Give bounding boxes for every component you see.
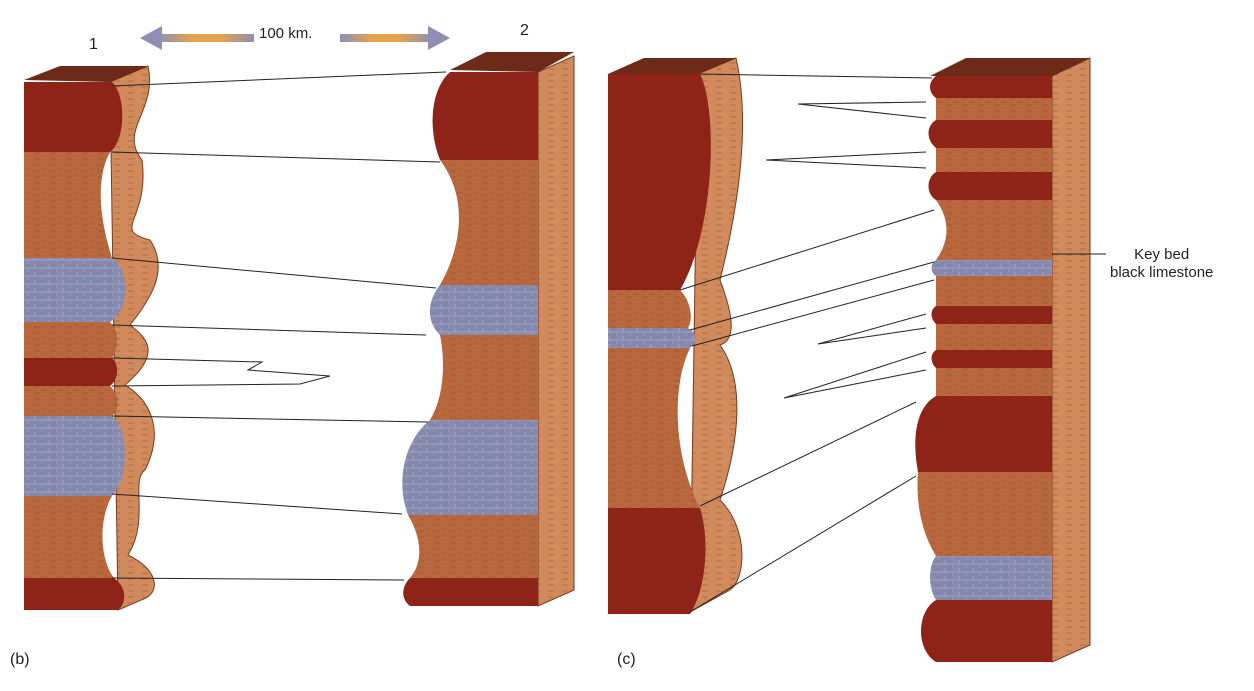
- correlation-lines-b: [112, 72, 446, 580]
- c1-sandstone-top: [24, 82, 122, 152]
- cr-shale-5: [936, 324, 1052, 350]
- panel-c-label: (c): [617, 651, 636, 669]
- cr-sandstone-6: [915, 396, 1052, 472]
- c2-sandstone-base: [403, 578, 538, 606]
- c2-limestone-2: [402, 420, 538, 515]
- column-c-left: [608, 58, 743, 614]
- c2-shale-3: [408, 515, 538, 578]
- c1-limestone-2: [24, 416, 125, 496]
- cr-shale-7: [918, 472, 1052, 556]
- cr-sandstone-3: [929, 172, 1053, 200]
- column-1: [24, 66, 158, 610]
- cr-limestone-key: [932, 260, 1053, 276]
- cr-sandstone-2: [929, 120, 1053, 148]
- column-2-label: 2: [520, 22, 529, 40]
- key-bed-label-line1: Key bed: [1110, 246, 1213, 264]
- cr-sandstone-5: [932, 350, 1053, 368]
- column-1-label: 1: [89, 36, 98, 54]
- cl-shale-1: [608, 290, 691, 328]
- c1-shale-4: [24, 496, 114, 578]
- column-2-side-face: [538, 56, 574, 606]
- panel-b-label: (b): [10, 651, 30, 669]
- cl-shale-2: [608, 348, 700, 508]
- cr-shale-3: [936, 200, 1052, 260]
- cr-shale-4: [936, 276, 1052, 306]
- cr-sandstone-base: [921, 600, 1052, 662]
- c2-limestone-1: [430, 285, 538, 335]
- c2-sandstone-top: [433, 72, 538, 160]
- c1-shale-1: [24, 152, 112, 258]
- c1-shale-2: [24, 322, 117, 358]
- column-c-right-side-face: [1052, 58, 1090, 662]
- c1-sandstone-base: [24, 578, 124, 610]
- cr-shale-2: [936, 148, 1052, 172]
- cl-limestone-key: [608, 328, 696, 348]
- cr-sandstone-4: [932, 306, 1053, 324]
- c1-sandstone-lens: [24, 358, 117, 386]
- scale-label: 100 km.: [259, 25, 312, 42]
- cl-sandstone-base: [608, 508, 705, 614]
- cr-shale-6: [936, 368, 1052, 396]
- cr-limestone-2: [930, 556, 1052, 600]
- cr-shale-1: [936, 98, 1052, 120]
- key-bed-label: Key bed black limestone: [1110, 246, 1213, 282]
- cr-sandstone-1: [930, 76, 1052, 98]
- column-2: [402, 52, 574, 606]
- c1-shale-3: [24, 386, 118, 416]
- key-bed-label-line2: black limestone: [1110, 264, 1213, 282]
- c2-shale-1: [440, 160, 538, 285]
- c1-limestone-1: [24, 258, 125, 322]
- column-c-right: [915, 58, 1090, 662]
- column-1-side-face: [110, 66, 158, 610]
- c2-shale-2: [430, 335, 538, 420]
